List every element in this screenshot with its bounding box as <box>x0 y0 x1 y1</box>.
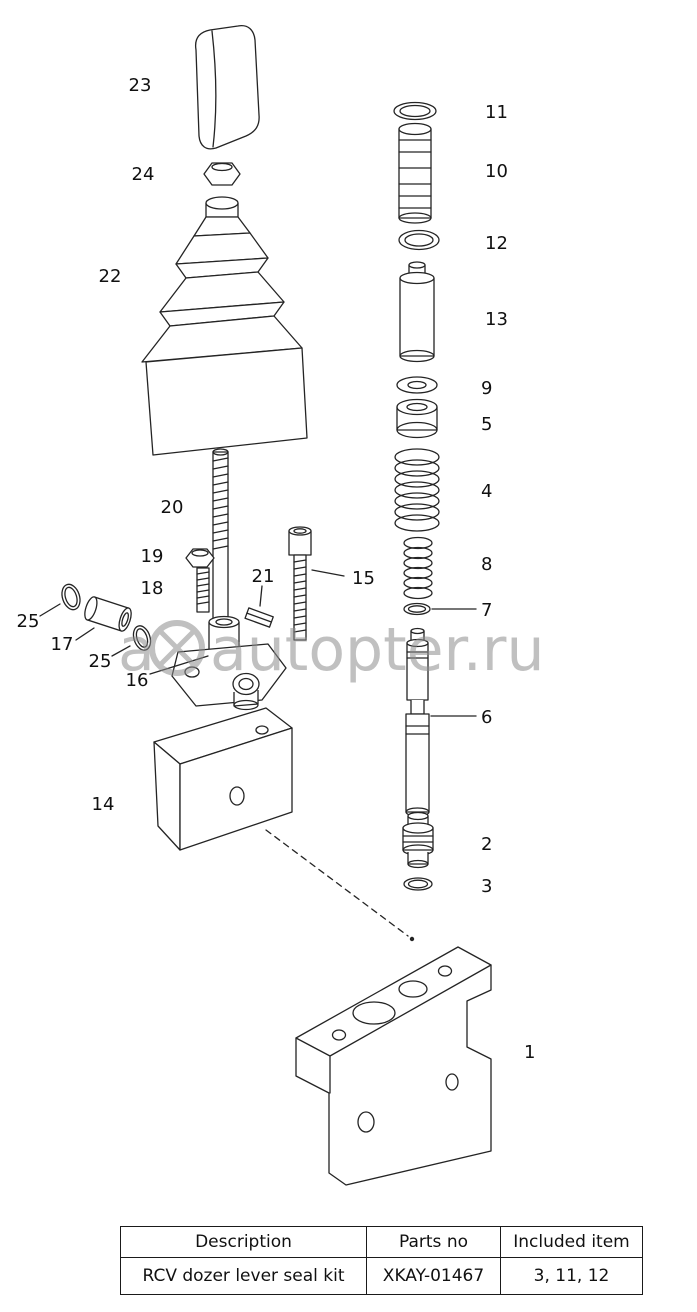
cell-parts-no: XKAY-01467 <box>366 1257 501 1295</box>
part-label-1: 1 <box>524 1042 535 1063</box>
part-label-3: 3 <box>481 876 492 897</box>
part-sleeve-13 <box>399 261 435 363</box>
part-pin-17 <box>84 596 132 632</box>
header-included-item: Included item <box>500 1226 643 1258</box>
part-label-4: 4 <box>481 481 492 502</box>
part-label-13: 13 <box>485 309 508 330</box>
part-label-11: 11 <box>485 102 508 123</box>
part-stud-18 <box>196 567 210 613</box>
part-nut-19 <box>185 548 215 568</box>
watermark-text: autopter.ru <box>210 615 544 685</box>
part-pin-21 <box>244 607 274 628</box>
watermark: a autopter.ru <box>118 615 544 685</box>
part-bolt-15 <box>288 526 312 641</box>
part-oring-11 <box>393 101 437 121</box>
part-bushing-5 <box>396 398 438 439</box>
part-label-24: 24 <box>132 164 155 185</box>
part-spring-8 <box>403 536 433 600</box>
part-label-9: 9 <box>481 378 492 399</box>
part-label-18: 18 <box>141 578 164 599</box>
part-label-25a: 25 <box>17 611 40 632</box>
part-nut-24 <box>203 162 241 186</box>
part-label-20: 20 <box>161 497 184 518</box>
part-block-14 <box>153 707 293 851</box>
part-spring-4 <box>394 448 440 532</box>
part-oring-12 <box>398 229 440 251</box>
part-label-16: 16 <box>126 670 149 691</box>
cell-description: RCV dozer lever seal kit <box>120 1257 367 1295</box>
watermark-prefix: a <box>118 615 155 685</box>
part-ring-7 <box>403 602 431 616</box>
part-label-22: 22 <box>99 266 122 287</box>
part-label-12: 12 <box>485 233 508 254</box>
part-label-23: 23 <box>129 75 152 96</box>
part-label-19: 19 <box>141 546 164 567</box>
header-description: Description <box>120 1226 367 1258</box>
part-bushing-2 <box>402 811 434 869</box>
part-label-10: 10 <box>485 161 508 182</box>
table-header-row: Description Parts no Included item <box>120 1226 643 1258</box>
part-spool-10 <box>398 122 432 224</box>
part-label-14: 14 <box>92 794 115 815</box>
cell-included-item: 3, 11, 12 <box>500 1257 643 1295</box>
part-label-8: 8 <box>481 554 492 575</box>
part-label-6: 6 <box>481 707 492 728</box>
part-boot-22 <box>141 196 308 456</box>
part-label-15: 15 <box>352 568 375 589</box>
part-label-17: 17 <box>51 634 74 655</box>
part-rod-20 <box>212 448 229 631</box>
part-plunger-6 <box>405 627 430 817</box>
parts-table: Description Parts no Included item RCV d… <box>120 1226 643 1295</box>
part-body-1 <box>295 946 492 1186</box>
part-oring-3 <box>403 877 433 891</box>
part-oring-25a <box>61 583 81 611</box>
watermark-logo-icon <box>149 620 205 676</box>
table-row: RCV dozer lever seal kit XKAY-01467 3, 1… <box>120 1257 643 1295</box>
part-washer-9 <box>396 376 438 394</box>
part-label-21: 21 <box>252 566 275 587</box>
part-labels: 23 24 22 20 19 18 25 17 25 16 21 15 14 1… <box>17 75 536 1063</box>
part-label-2: 2 <box>481 834 492 855</box>
part-oring-25b <box>132 625 152 651</box>
part-label-5: 5 <box>481 414 492 435</box>
part-label-7: 7 <box>481 600 492 621</box>
part-knob-23 <box>194 24 260 150</box>
header-parts-no: Parts no <box>366 1226 501 1258</box>
part-label-25b: 25 <box>89 651 112 672</box>
